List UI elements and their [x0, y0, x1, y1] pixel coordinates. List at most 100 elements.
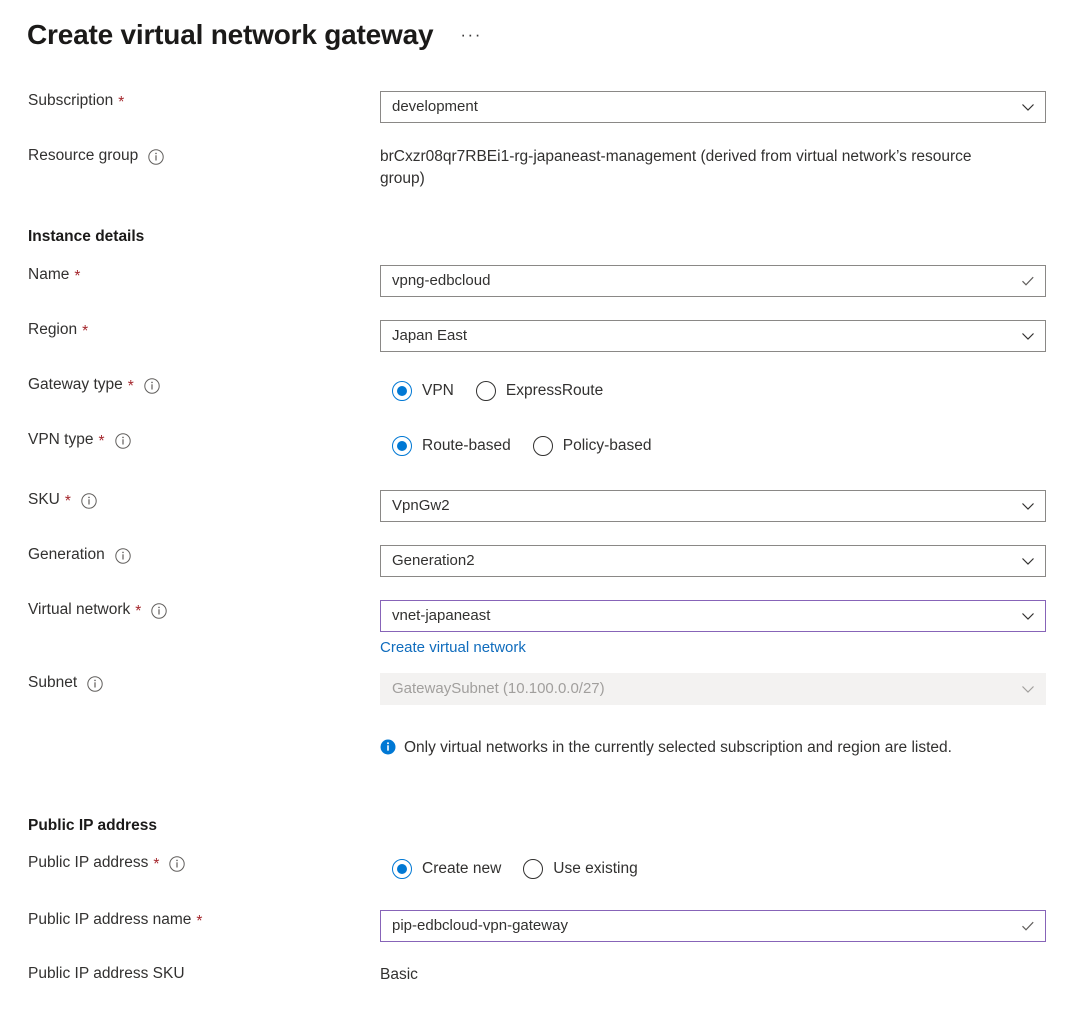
resource-group-value: brCxzr08qr7RBEi1-rg-japaneast-management…: [380, 146, 1020, 190]
vpn-type-label-text: VPN type: [28, 430, 93, 450]
chevron-down-icon: [1019, 98, 1037, 116]
public-ip-sku-value: Basic: [380, 964, 1020, 986]
row-vpn-type: VPN type* Route-based Policy-based: [0, 430, 1080, 462]
label-generation: Generation: [0, 545, 380, 565]
row-public-ip-name: Public IP address name * pip-edbcloud-vpn…: [0, 910, 1080, 942]
radio-gateway-type-vpn[interactable]: VPN: [392, 381, 454, 401]
row-generation: Generation Generation2: [0, 545, 1080, 577]
name-input[interactable]: vpng-edbcloud: [380, 265, 1046, 297]
region-dropdown[interactable]: Japan East: [380, 320, 1046, 352]
radio-vpn-type-route-based[interactable]: Route-based: [392, 436, 511, 456]
region-label-text: Region: [28, 320, 77, 340]
generation-dropdown[interactable]: Generation2: [380, 545, 1046, 577]
subscription-value: development: [392, 97, 1013, 117]
label-resource-group: Resource group: [0, 146, 380, 166]
row-sku: SKU* VpnGw2: [0, 490, 1080, 522]
public-ip-sku-label-text: Public IP address SKU: [28, 964, 185, 984]
radio-label: VPN: [422, 381, 454, 401]
required-asterisk: *: [118, 95, 124, 111]
label-public-ip-sku: Public IP address SKU: [0, 964, 380, 984]
info-icon[interactable]: [81, 493, 97, 509]
subnet-label-text: Subnet: [28, 673, 77, 693]
info-icon[interactable]: [115, 433, 131, 449]
info-filled-icon: [380, 739, 396, 755]
label-public-ip-address: Public IP address *: [0, 853, 380, 873]
row-name: Name * vpng-edbcloud: [0, 265, 1080, 297]
public-ip-address-radio-group: Create new Use existing: [392, 853, 1046, 885]
row-resource-group: Resource group brCxzr08qr7RBEi1-rg-japan…: [0, 146, 1080, 190]
subnet-value: GatewaySubnet (10.100.0.0/27): [392, 679, 1013, 699]
label-region: Region *: [0, 320, 380, 340]
radio-label: Route-based: [422, 436, 511, 456]
create-virtual-network-link[interactable]: Create virtual network: [380, 638, 526, 658]
vpn-type-radio-group: Route-based Policy-based: [392, 430, 1046, 462]
name-label-text: Name: [28, 265, 69, 285]
chevron-down-icon: [1019, 552, 1037, 570]
radio-public-ip-create-new[interactable]: Create new: [392, 859, 501, 879]
vnet-info-note: Only virtual networks in the currently s…: [380, 736, 1020, 759]
generation-value: Generation2: [392, 551, 1013, 571]
required-asterisk: *: [153, 857, 159, 873]
label-name: Name *: [0, 265, 380, 285]
public-ip-name-input[interactable]: pip-edbcloud-vpn-gateway: [380, 910, 1046, 942]
page-title: Create virtual network gateway: [27, 17, 433, 53]
info-icon[interactable]: [151, 603, 167, 619]
row-subnet: Subnet GatewaySubnet (10.100.0.0/27): [0, 673, 1080, 705]
radio-mark: [392, 859, 412, 879]
radio-mark: [523, 859, 543, 879]
radio-mark: [392, 381, 412, 401]
row-subscription: Subscription * development: [0, 91, 1080, 123]
sku-dropdown[interactable]: VpnGw2: [380, 490, 1046, 522]
public-ip-name-value: pip-edbcloud-vpn-gateway: [392, 916, 1013, 936]
chevron-down-icon: [1019, 327, 1037, 345]
virtual-network-label-text: Virtual network: [28, 600, 130, 620]
label-subnet: Subnet: [0, 673, 380, 693]
label-vpn-type: VPN type*: [0, 430, 380, 450]
section-public-ip-address: Public IP address: [0, 816, 1080, 836]
gateway-type-radio-group: VPN ExpressRoute: [392, 375, 1046, 407]
required-asterisk: *: [82, 324, 88, 340]
create-vng-form: Subscription * development Resource group…: [0, 91, 1080, 986]
radio-mark: [533, 436, 553, 456]
public-ip-name-label-text: Public IP address name: [28, 910, 191, 930]
more-options-icon[interactable]: ···: [456, 25, 485, 45]
label-gateway-type: Gateway type *: [0, 375, 380, 395]
subnet-dropdown[interactable]: GatewaySubnet (10.100.0.0/27): [380, 673, 1046, 705]
gateway-type-label-text: Gateway type: [28, 375, 123, 395]
subscription-label-text: Subscription: [28, 91, 113, 111]
name-value: vpng-edbcloud: [392, 271, 1013, 291]
row-region: Region * Japan East: [0, 320, 1080, 352]
info-icon[interactable]: [148, 149, 164, 165]
radio-label: Policy-based: [563, 436, 652, 456]
info-icon[interactable]: [115, 548, 131, 564]
sku-label-text: SKU: [28, 490, 60, 510]
radio-vpn-type-policy-based[interactable]: Policy-based: [533, 436, 652, 456]
row-gateway-type: Gateway type * VPN ExpressRoute: [0, 375, 1080, 407]
required-asterisk: *: [135, 604, 141, 620]
required-asterisk: *: [128, 379, 134, 395]
resource-group-label-text: Resource group: [28, 146, 138, 166]
checkmark-icon: [1019, 272, 1037, 290]
info-icon[interactable]: [144, 378, 160, 394]
checkmark-icon: [1019, 917, 1037, 935]
row-vnet-note: Only virtual networks in the currently s…: [0, 736, 1080, 759]
chevron-down-icon: [1019, 607, 1037, 625]
subscription-dropdown[interactable]: development: [380, 91, 1046, 123]
virtual-network-dropdown[interactable]: vnet-japaneast: [380, 600, 1046, 632]
label-subscription: Subscription *: [0, 91, 380, 111]
label-public-ip-name: Public IP address name *: [0, 910, 380, 930]
required-asterisk: *: [74, 269, 80, 285]
row-public-ip-address: Public IP address * Create new Use existi…: [0, 853, 1080, 885]
public-ip-address-label-text: Public IP address: [28, 853, 148, 873]
radio-gateway-type-expressroute[interactable]: ExpressRoute: [476, 381, 603, 401]
vnet-info-note-text: Only virtual networks in the currently s…: [404, 736, 952, 759]
page-header: Create virtual network gateway ···: [0, 0, 1080, 53]
row-public-ip-sku: Public IP address SKU Basic: [0, 964, 1080, 986]
radio-public-ip-use-existing[interactable]: Use existing: [523, 859, 637, 879]
radio-label: ExpressRoute: [506, 381, 603, 401]
required-asterisk: *: [196, 914, 202, 930]
sku-value: VpnGw2: [392, 496, 1013, 516]
section-instance-details: Instance details: [0, 227, 1080, 247]
info-icon[interactable]: [169, 856, 185, 872]
info-icon[interactable]: [87, 676, 103, 692]
